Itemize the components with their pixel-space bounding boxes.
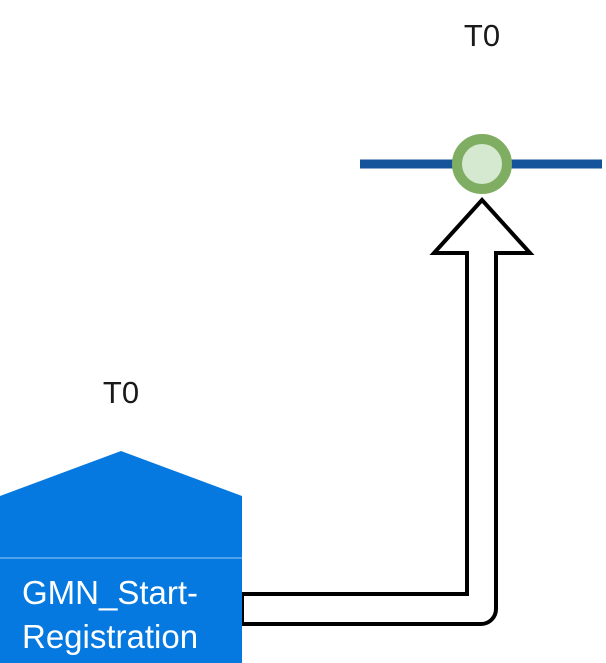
- node-label-line-2: Registration: [22, 618, 198, 655]
- start-event-node[interactable]: [452, 134, 512, 194]
- connector-band-outline: [240, 197, 535, 626]
- start-event-circle: [452, 134, 512, 194]
- connector-flow-to-start-event[interactable]: [240, 197, 535, 626]
- gmn-start-registration-label: T0: [103, 375, 139, 410]
- node-label-line-1: GMN_Start-: [22, 574, 198, 611]
- gmn-start-registration-node[interactable]: GMN_Start- Registration: [0, 451, 242, 663]
- start-event-label: T0: [464, 18, 500, 53]
